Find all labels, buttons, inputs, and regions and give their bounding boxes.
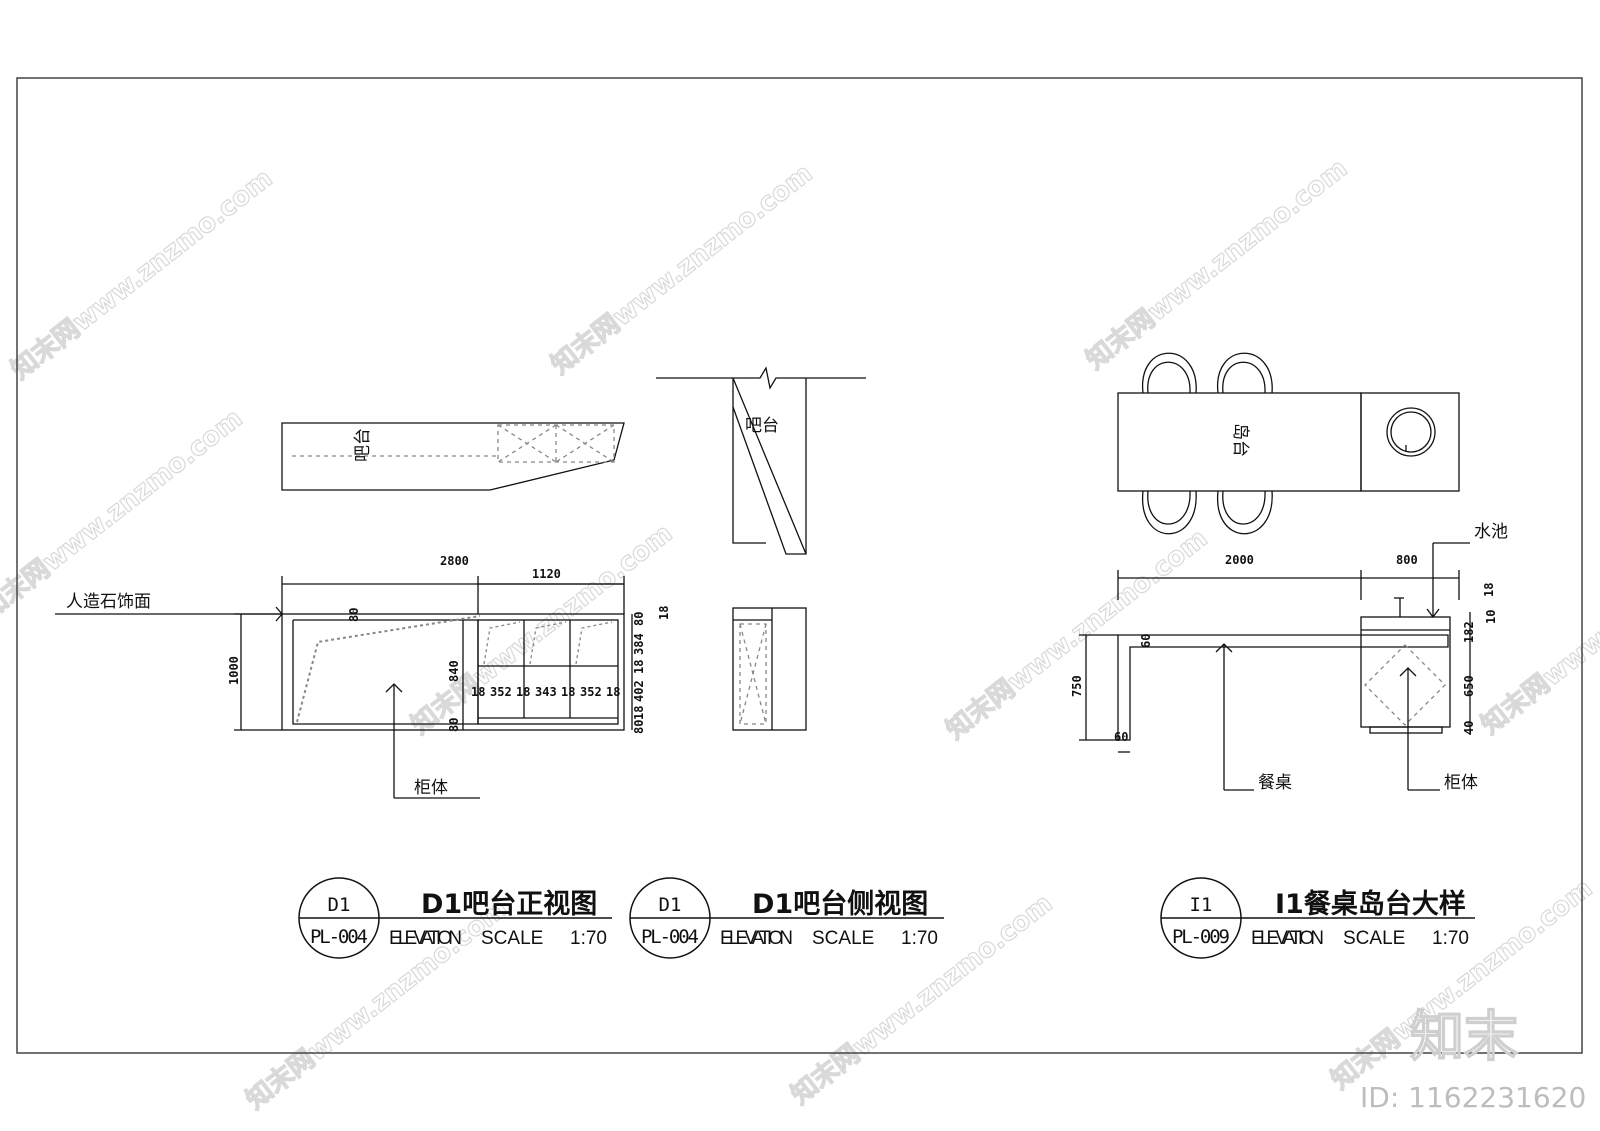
dim-r18: 18 [1482, 583, 1496, 597]
dim-right-col: 18 [632, 660, 646, 674]
side-plan-label: 吧台 [745, 416, 779, 436]
front-title-block: D1 PL-004 D1吧台正视图 ELEVATION SCALE 1:70 [298, 877, 612, 959]
callout-table: 餐桌 [1258, 773, 1292, 793]
dim-r650: 650 [1462, 675, 1476, 697]
title-ratio: 1:70 [901, 928, 938, 949]
island-dims: 2000 800 750 60 60 18 10 182 650 40 [1070, 553, 1498, 744]
title-elevation: ELEVATION [389, 928, 462, 949]
watermark-text: 知末网www.znzmo.com [1081, 153, 1353, 375]
title-sheet: PL-009 [1172, 926, 1230, 948]
dim-right-col: 18 [632, 706, 646, 720]
dim-r10: 10 [1484, 610, 1498, 624]
dim-sink-width: 800 [1396, 553, 1418, 567]
watermark-text: 知末网www.znzmo.com [6, 163, 278, 385]
dim-shelf-width: 1120 [532, 567, 561, 581]
watermark-text: 知末网www.znzmo.com [546, 158, 818, 380]
dim-bottom-80: 80 [447, 718, 461, 732]
title-scale: SCALE [1343, 928, 1405, 949]
dim-right-col: 384 [632, 633, 646, 655]
dim-right-col: 402 [632, 680, 646, 702]
island-plan-label: 岛台 [1230, 423, 1250, 457]
title-name: I1餐桌岛台大样 [1275, 888, 1466, 920]
watermark-text: 知末网www.znzmo.com [241, 893, 513, 1115]
callout-cabinet: 柜体 [1444, 773, 1478, 793]
dim-shelf-row: 352 [580, 685, 602, 699]
title-code: I1 [1190, 894, 1213, 916]
dim-shelf-row: 18 [516, 685, 530, 699]
dim-top-80: 80 [347, 608, 361, 622]
dim-height: 750 [1070, 675, 1084, 697]
dim-shelf-row: 352 [490, 685, 512, 699]
title-sheet: PL-004 [310, 926, 368, 948]
front-view-plan [281, 422, 625, 491]
brand-watermark: 知末 [1410, 1005, 1518, 1068]
dim-right-col: 80 [632, 612, 646, 626]
dim-total-width: 2800 [440, 554, 469, 568]
side-view-elevation [732, 607, 807, 731]
sheet-border [16, 77, 1583, 1054]
dim-right-col: 80 [632, 720, 646, 734]
dim-height: 1000 [227, 656, 241, 685]
dim-right-18: 18 [657, 606, 671, 620]
watermark-text: 知末网www.znzmo.com [786, 888, 1058, 1110]
front-view-elevation [55, 576, 633, 799]
title-name: D1吧台正视图 [421, 888, 597, 920]
dim-leg-60: 60 [1114, 730, 1128, 744]
title-name: D1吧台侧视图 [752, 888, 928, 920]
front-plan-label: 吧台 [353, 428, 373, 462]
callout-cabinet: 柜体 [414, 778, 448, 798]
island-view-elevation [1079, 542, 1471, 791]
id-watermark: ID: 1162231620 [1360, 1081, 1586, 1114]
title-elevation: ELEVATION [720, 928, 793, 949]
island-title-block: I1 PL-009 I1餐桌岛台大样 ELEVATION SCALE 1:70 [1160, 877, 1475, 959]
title-code: D1 [328, 894, 351, 916]
dim-shelf-row: 18 [561, 685, 575, 699]
dim-r40: 40 [1462, 721, 1476, 735]
dim-r182: 182 [1462, 621, 1476, 643]
dim-top-60: 60 [1139, 634, 1153, 648]
title-code: D1 [659, 894, 682, 916]
title-elevation: ELEVATION [1251, 928, 1324, 949]
callout-sink: 水池 [1474, 522, 1508, 542]
callout-stone: 人造石饰面 [66, 592, 151, 612]
dim-table-width: 2000 [1225, 553, 1254, 567]
side-title-block: D1 PL-004 D1吧台侧视图 ELEVATION SCALE 1:70 [629, 877, 944, 959]
dim-shelf-row: 343 [535, 685, 557, 699]
island-view-plan [1117, 352, 1460, 535]
title-sheet: PL-004 [641, 926, 699, 948]
dim-shelf-row: 18 [471, 685, 485, 699]
side-view-plan [656, 366, 866, 555]
title-ratio: 1:70 [570, 928, 607, 949]
title-ratio: 1:70 [1432, 928, 1469, 949]
title-scale: SCALE [481, 928, 543, 949]
front-dims: 2800 1120 1000 80 840 80 18 352 18 343 1… [227, 554, 671, 734]
title-scale: SCALE [812, 928, 874, 949]
dim-shelf-height: 840 [447, 660, 461, 682]
dim-shelf-row: 18 [606, 685, 620, 699]
